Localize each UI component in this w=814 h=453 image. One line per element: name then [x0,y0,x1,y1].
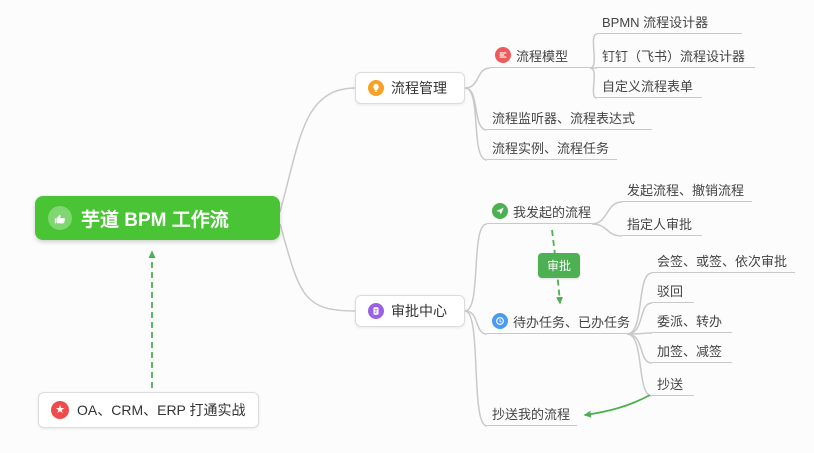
bpmn-designer-label: BPMN 流程设计器 [602,14,709,30]
node-todo-done-tasks[interactable]: 待办任务、已办任务 [487,312,631,334]
approval-badge-label: 审批 [547,259,572,273]
custom-form-label: 自定义流程表单 [602,78,694,94]
root-node[interactable]: 芋道 BPM 工作流 [35,196,280,240]
process-model-icon [495,47,511,63]
node-add-remove-sign[interactable]: 加签、减签 [652,341,732,363]
todo-done-tasks-label: 待办任务、已办任务 [513,314,631,330]
approval-center-icon [368,303,384,319]
root-label: 芋道 BPM 工作流 [81,209,229,231]
node-approval-center[interactable]: 审批中心 [355,295,465,327]
star-icon: ★ [51,401,69,419]
node-countersign[interactable]: 会签、或签、依次审批 [652,251,795,273]
countersign-label: 会签、或签、依次审批 [657,253,788,269]
listener-expression-label: 流程监听器、流程表达式 [492,110,636,126]
node-start-cancel-process[interactable]: 发起流程、撤销流程 [622,180,752,202]
node-process-management[interactable]: 流程管理 [355,72,465,104]
node-bpmn-designer[interactable]: BPMN 流程设计器 [597,12,742,34]
my-initiated-label: 我发起的流程 [513,204,592,220]
node-my-initiated[interactable]: 我发起的流程 [487,202,592,224]
thumbs-up-icon [48,206,72,230]
node-assignee-approval[interactable]: 指定人审批 [622,214,702,236]
node-instance-task[interactable]: 流程实例、流程任务 [487,138,617,160]
lightbulb-icon [368,80,384,96]
node-custom-form[interactable]: 自定义流程表单 [597,76,702,98]
process-management-label: 流程管理 [391,80,447,96]
cc-flow-arrow [583,394,651,418]
node-practice[interactable]: ★ OA、CRM、ERP 打通实战 [38,392,259,428]
approval-badge[interactable]: 审批 [538,253,581,278]
node-cc-my-process[interactable]: 抄送我的流程 [487,404,577,426]
node-reject[interactable]: 驳回 [652,281,694,303]
clock-icon [492,313,508,329]
start-cancel-process-label: 发起流程、撤销流程 [627,182,745,198]
cc-my-process-label: 抄送我的流程 [492,406,571,422]
assignee-approval-label: 指定人审批 [627,216,693,232]
practice-label: OA、CRM、ERP 打通实战 [77,402,246,418]
node-delegate-transfer[interactable]: 委派、转办 [652,311,732,333]
approval-center-label: 审批中心 [391,303,447,319]
send-icon [492,203,508,219]
cc-label: 抄送 [657,376,684,392]
branch-connectors [279,33,653,427]
process-model-label: 流程模型 [516,48,569,64]
delegate-transfer-label: 委派、转办 [657,313,723,329]
add-remove-sign-label: 加签、减签 [657,343,723,359]
reject-label: 驳回 [657,283,684,299]
node-dingtalk-designer[interactable]: 钉钉（飞书）流程设计器 [597,46,755,68]
node-listener-expression[interactable]: 流程监听器、流程表达式 [487,108,652,130]
instance-task-label: 流程实例、流程任务 [492,140,610,156]
dingtalk-designer-label: 钉钉（飞书）流程设计器 [602,48,746,64]
node-process-model[interactable]: 流程模型 [490,46,590,68]
node-cc[interactable]: 抄送 [652,374,694,396]
